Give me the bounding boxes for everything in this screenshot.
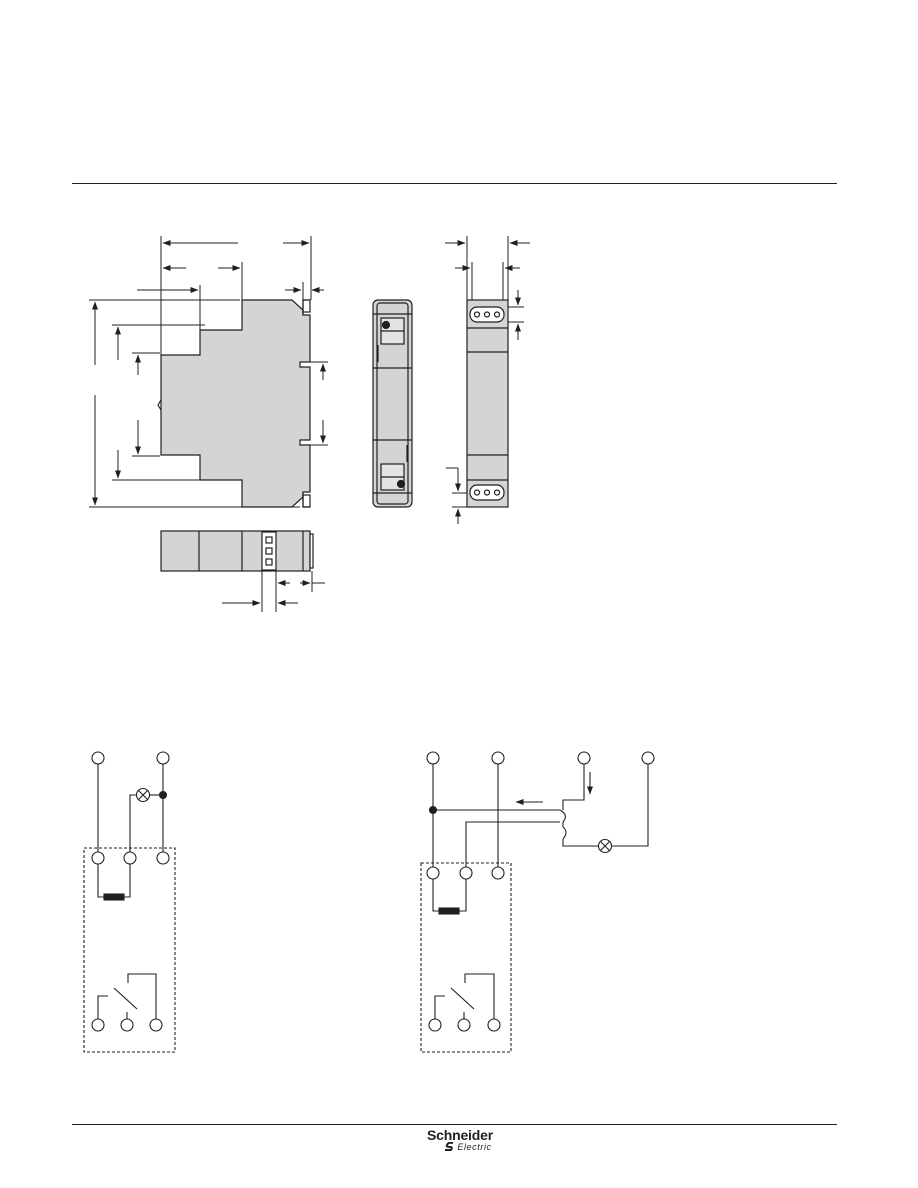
- side-view: [445, 236, 530, 524]
- logo-sub: Electric: [410, 1141, 510, 1152]
- lamp-icon: [597, 838, 613, 854]
- logo-name: Schneider: [427, 1127, 493, 1143]
- wiring-diagram-2: [420, 751, 655, 1053]
- top-view: [160, 530, 325, 612]
- lamp-icon: [135, 787, 151, 803]
- wiring-diagram-1: [83, 751, 176, 1053]
- front-view: [157, 299, 311, 508]
- header-rule: [72, 183, 837, 184]
- schneider-electric-logo: Schneider Electric: [410, 1128, 510, 1152]
- schneider-electric-logo-icon: [445, 1141, 454, 1151]
- front-dimensions: [89, 236, 328, 508]
- relay-contact-icon: [434, 973, 495, 1019]
- coil-icon: [103, 893, 125, 901]
- logo-sub-text: Electric: [457, 1142, 492, 1152]
- front-face-view: [372, 299, 413, 508]
- footer-rule: [72, 1124, 837, 1125]
- coil-icon: [438, 907, 460, 915]
- relay-contact-icon: [97, 973, 157, 1019]
